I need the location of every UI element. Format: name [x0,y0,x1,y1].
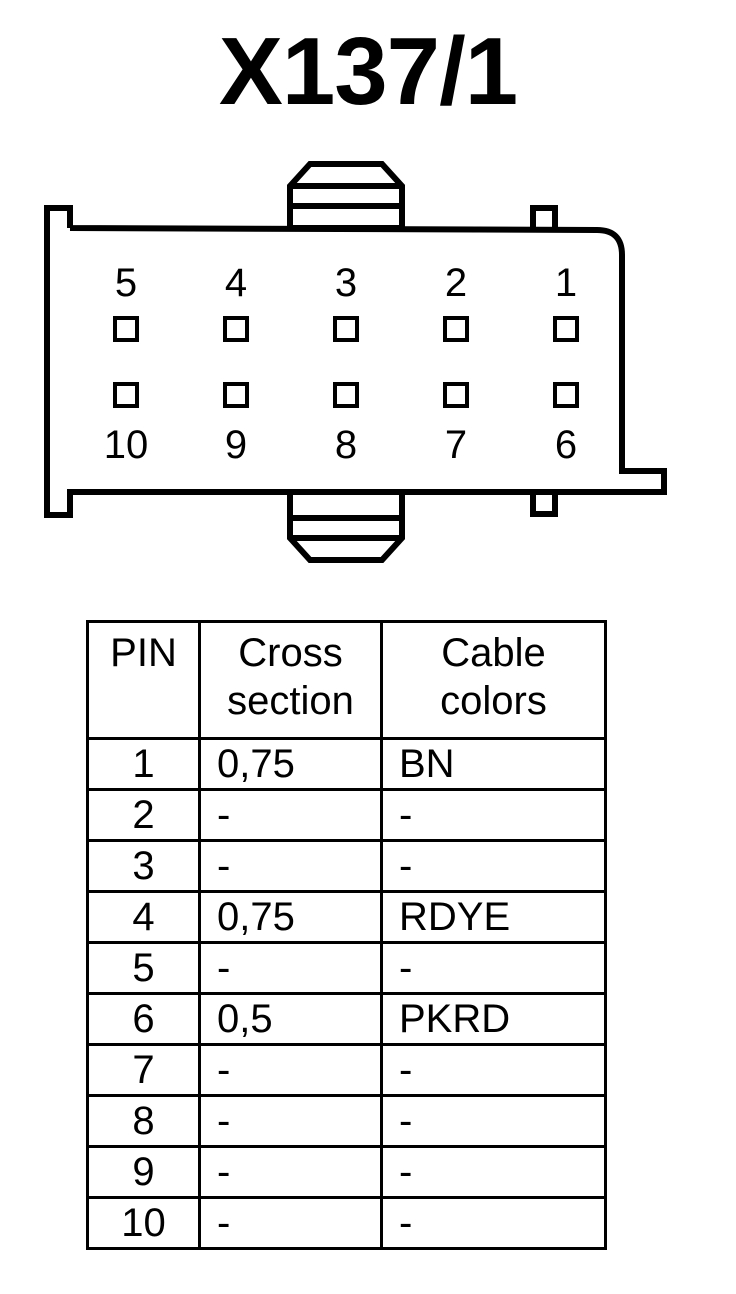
pin-socket [443,382,469,408]
cable-color-cell: - [380,1196,607,1250]
table-row: 8-- [86,1094,607,1148]
pin-label-bottom: 9 [225,423,247,467]
header-line: PIN [110,631,177,675]
pin-cell: 2 [86,788,201,842]
pin-socket [333,316,359,342]
pin-cell: 3 [86,839,201,893]
top-tab [530,205,558,228]
cable-color-cell: RDYE [380,890,607,944]
header-pin: PIN [86,620,201,740]
table-row: 10-- [86,1196,607,1250]
pin-label-top: 5 [115,261,137,305]
cable-color-cell: BN [380,737,607,791]
table-row: 9-- [86,1145,607,1199]
header-line: section [227,679,354,723]
cross-section-cell: 0,75 [198,890,383,944]
cross-section-cell: - [198,1043,383,1097]
pin-socket [223,316,249,342]
pin-socket [113,382,139,408]
pin-socket [223,382,249,408]
pin-socket [113,316,139,342]
pin-cell: 10 [86,1196,201,1250]
header-line: colors [440,679,547,723]
cable-color-cell: - [380,941,607,995]
top-latch [287,161,405,228]
bottom-tab [530,492,558,517]
cross-section-cell: - [198,788,383,842]
cable-color-cell: - [380,1094,607,1148]
cross-section-cell: - [198,839,383,893]
pin-cell: 8 [86,1094,201,1148]
header-cross-section: Cross section [198,620,383,740]
cross-section-cell: - [198,1094,383,1148]
pin-cell: 4 [86,890,201,944]
cable-color-cell: - [380,1043,607,1097]
pin-cell: 9 [86,1145,201,1199]
table-row: 7-- [86,1043,607,1097]
pin-label-bottom: 7 [445,423,467,467]
pin-cell: 6 [86,992,201,1046]
cable-color-cell: PKRD [380,992,607,1046]
pin-cell: 7 [86,1043,201,1097]
connector-diagram: 5 4 3 2 1 10 9 8 7 6 [44,161,667,563]
pin-label-top: 2 [445,261,467,305]
pin-socket [443,316,469,342]
cross-section-cell: 0,5 [198,992,383,1046]
header-cable-colors: Cable colors [380,620,607,740]
pin-label-top: 3 [335,261,357,305]
pin-cell: 1 [86,737,201,791]
cable-color-cell: - [380,788,607,842]
cable-color-cell: - [380,1145,607,1199]
header-line: Cross [238,631,343,675]
header-line: Cable [441,631,546,675]
cross-section-cell: - [198,1196,383,1250]
pin-label-bottom: 8 [335,423,357,467]
cross-section-cell: 0,75 [198,737,383,791]
bottom-latch [287,492,405,563]
cross-section-cell: - [198,941,383,995]
connector-title: X137/1 [218,18,518,125]
table-row: 5-- [86,941,607,995]
pin-label-top: 4 [225,261,247,305]
pin-label-bottom: 10 [104,423,149,467]
pin-socket [553,316,579,342]
pin-cell: 5 [86,941,201,995]
connector-housing [44,205,667,518]
table-row: 3-- [86,839,607,893]
pin-socket [333,382,359,408]
pin-socket [553,382,579,408]
table-header-row: PIN Cross section Cable colors [86,620,607,740]
table-row: 2-- [86,788,607,842]
pin-label-top: 1 [555,261,577,305]
pin-label-bottom: 6 [555,423,577,467]
cable-color-cell: - [380,839,607,893]
cross-section-cell: - [198,1145,383,1199]
